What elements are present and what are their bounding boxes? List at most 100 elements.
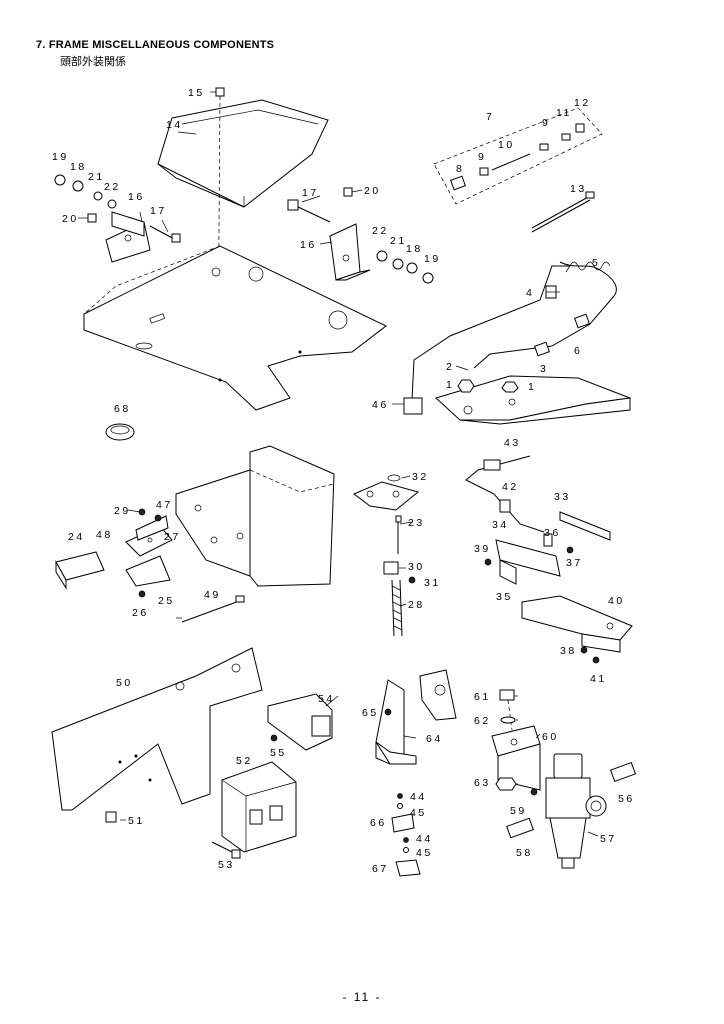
section-title: 7. FRAME MISCELLANEOUS COMPONENTS — [36, 39, 275, 51]
callout-28: 28 — [408, 599, 425, 611]
callout-45b: 45 — [416, 847, 433, 859]
callout-48: 48 — [96, 529, 113, 541]
section-subtitle: 頭部外装関係 — [60, 55, 126, 68]
callout-2: 2 — [446, 361, 454, 373]
callout-36: 36 — [544, 527, 561, 539]
callout-46: 46 — [372, 399, 389, 411]
callout-labels: 15 14 19 18 21 22 16 17 20 17 20 16 22 2… — [52, 87, 635, 875]
callout-58: 58 — [516, 847, 533, 859]
spiral-tube-28 — [391, 579, 403, 637]
washers-18-22-right — [343, 187, 434, 284]
callout-56: 56 — [618, 793, 635, 805]
callout-44: 44 — [410, 791, 427, 803]
callout-22: 22 — [104, 181, 121, 193]
solenoid-54 — [267, 693, 333, 751]
callout-65: 65 — [362, 707, 379, 719]
filter-regulator-57 — [545, 753, 607, 869]
callout-3: 3 — [540, 363, 548, 375]
air-hose-assembly — [403, 261, 617, 415]
callout-18: 18 — [70, 161, 87, 173]
callout-31: 31 — [424, 577, 441, 589]
callout-18b: 18 — [406, 243, 423, 255]
callout-26: 26 — [132, 607, 149, 619]
pin-23 — [395, 515, 402, 554]
callout-5: 5 — [592, 257, 600, 269]
callout-14: 14 — [166, 119, 183, 131]
parts-36-37-39 — [484, 533, 574, 566]
valve-block-52 — [221, 761, 297, 853]
callout-52: 52 — [236, 755, 253, 767]
callout-51: 51 — [128, 815, 145, 827]
callout-16b: 16 — [300, 239, 317, 251]
callout-19: 19 — [52, 151, 69, 163]
clamp-30-31 — [383, 561, 416, 584]
callout-8: 8 — [456, 163, 464, 175]
callout-66: 66 — [370, 817, 387, 829]
cable-tie-13 — [531, 191, 595, 233]
nuts-1 — [457, 379, 519, 393]
callout-16: 16 — [128, 191, 145, 203]
callout-13: 13 — [570, 183, 587, 195]
bracket-40 — [521, 595, 633, 653]
cover-14 — [157, 99, 329, 208]
callout-20: 20 — [62, 213, 79, 225]
callout-9: 9 — [542, 117, 550, 129]
callout-41: 41 — [590, 673, 607, 685]
callout-44b: 44 — [416, 833, 433, 845]
callout-34: 34 — [492, 519, 509, 531]
bracket-64 — [375, 679, 417, 765]
callout-53: 53 — [218, 859, 235, 871]
bolt-17-left — [149, 225, 181, 243]
cam-plate — [419, 669, 457, 721]
callout-4: 4 — [526, 287, 534, 299]
callout-11: 11 — [556, 107, 572, 119]
callout-21: 21 — [88, 171, 105, 183]
callout-45: 45 — [410, 807, 427, 819]
bracket-34-35 — [495, 539, 561, 585]
plate-48-27 — [125, 515, 173, 587]
callout-38: 38 — [560, 645, 577, 657]
callout-23: 23 — [408, 517, 425, 529]
callout-21b: 21 — [390, 235, 407, 247]
callout-60: 60 — [542, 731, 559, 743]
callout-29: 29 — [114, 505, 131, 517]
callout-32: 32 — [412, 471, 429, 483]
callout-68: 68 — [114, 403, 131, 415]
callout-30: 30 — [408, 561, 425, 573]
callout-64: 64 — [426, 733, 443, 745]
screw-51 — [105, 811, 117, 823]
washers-18-22-left — [54, 174, 117, 223]
callout-17b: 17 — [302, 187, 319, 199]
callout-50: 50 — [116, 677, 133, 689]
plate-50 — [51, 647, 263, 811]
callout-54: 54 — [318, 693, 335, 705]
plate-under-hoses — [435, 375, 631, 425]
callout-33: 33 — [554, 491, 571, 503]
callout-24: 24 — [68, 531, 85, 543]
bracket-33 — [559, 511, 611, 541]
screws-38-41 — [580, 646, 600, 664]
block-67 — [395, 859, 421, 877]
screw-65 — [384, 708, 392, 716]
tube-assembly-7-group — [433, 107, 603, 205]
hose-42-43 — [465, 455, 545, 533]
callout-15: 15 — [188, 87, 205, 99]
bracket-16-left — [105, 211, 151, 263]
plate-32 — [353, 474, 420, 511]
callout-27: 27 — [164, 531, 181, 543]
callout-17: 17 — [150, 205, 167, 217]
base-plate — [83, 245, 387, 411]
bracket-16-right — [329, 223, 371, 281]
callout-47: 47 — [156, 499, 173, 511]
parts-44-45-66 — [391, 793, 415, 853]
callout-1b: 1 — [528, 381, 536, 393]
bolt-61-washer-62-nut-63 — [495, 689, 517, 791]
callout-6: 6 — [574, 345, 582, 357]
callout-63: 63 — [474, 777, 491, 789]
callout-9b: 9 — [478, 151, 486, 163]
callout-40: 40 — [608, 595, 625, 607]
callout-22b: 22 — [372, 225, 389, 237]
callout-10: 10 — [498, 139, 515, 151]
callout-20b: 20 — [364, 185, 381, 197]
